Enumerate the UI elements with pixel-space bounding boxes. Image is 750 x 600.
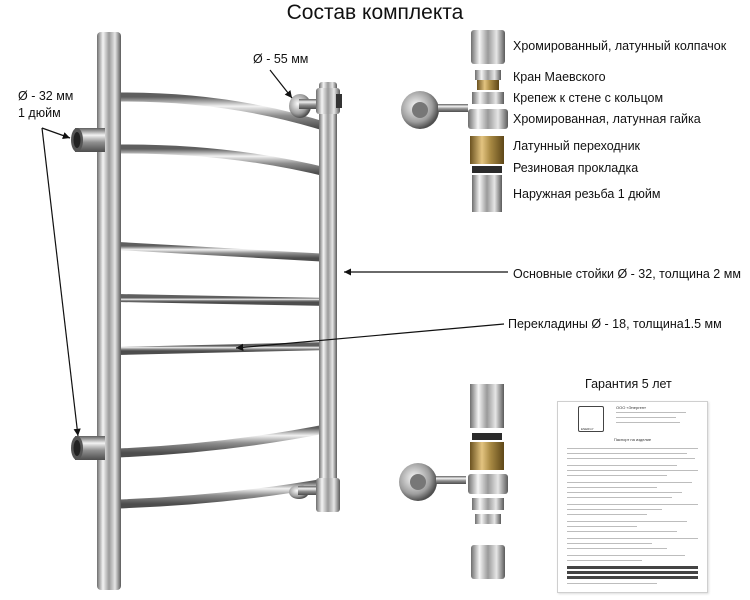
right-main-post [319,82,337,512]
document-heading: Паспорт на изделие [613,437,652,442]
cap-part [471,30,505,64]
callout-lines [41,69,508,437]
company-logo-icon: ENERGY [578,406,604,432]
pipe-thread-text: 1 дюйм [18,106,61,120]
crossbars-label: Перекладины Ø - 18, толщина1.5 мм [508,317,722,331]
thread-part [472,175,502,212]
left-main-post [97,32,121,590]
nut-part [468,109,508,129]
bottom-wall-mount [289,478,340,512]
top-wall-mount [289,88,342,118]
flange-diameter-label: Ø - 55 мм [253,52,309,66]
document-company: ООО «Энерген» [616,405,647,410]
top-kit-parts [401,30,508,212]
mayevsky-valve-label: Кран Маевского [513,70,606,84]
wall-mount-part [472,92,504,104]
thread-label: Наружная резьба 1 дюйм [513,187,661,201]
pipe-diameter-label: Ø - 32 мм 1 дюйм [18,88,73,122]
gasket-label: Резиновая прокладка [513,161,639,175]
bottom-kit-parts [399,384,508,579]
page-title: Состав комплекта [286,1,464,24]
crossbars [117,92,332,509]
main-posts-label: Основные стойки Ø - 32, толщина 2 мм [513,267,741,281]
mayevsky-valve-part [477,80,499,90]
adapter-label: Латунный переходник [513,139,641,153]
logo-text: ENERGY [581,427,594,431]
adapter-part [470,136,504,164]
pipe-diameter-text: Ø - 32 мм [18,89,74,103]
gasket-part [472,166,502,173]
wall-mount-label: Крепеж к стене с кольцом [513,91,664,105]
warranty-label: Гарантия 5 лет [585,377,672,391]
passport-document: ENERGY ООО «Энерген» Паспорт на изделие [557,401,708,593]
cap-label: Хромированный, латунный колпачок [513,39,727,53]
nut-label: Хромированная, латунная гайка [513,112,701,126]
